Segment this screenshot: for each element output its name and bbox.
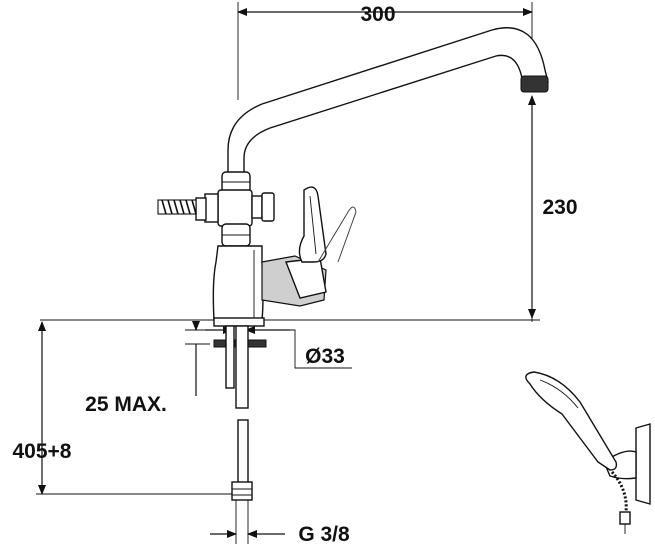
- dimension-label-diameter: Ø33: [305, 345, 345, 368]
- braided-hose: [157, 199, 197, 215]
- dimension-230: 230: [528, 95, 578, 322]
- dimension-405: 405+8: [13, 321, 238, 495]
- dimension-label-300: 300: [360, 3, 395, 26]
- dimension-label-thread: G 3/8: [298, 523, 350, 546]
- hand-shower-icon: [525, 371, 651, 534]
- dimension-label-230: 230: [542, 196, 577, 219]
- aerator: [520, 75, 549, 93]
- dimension-label-405: 405+8: [13, 440, 72, 463]
- dimension-25-max: 25 MAX.: [85, 321, 210, 416]
- dimension-label-25-max: 25 MAX.: [85, 393, 167, 416]
- dimension-300: 300: [237, 2, 533, 100]
- mixer-tap-icon: [157, 27, 549, 501]
- dimension-g38: G 3/8: [210, 500, 350, 546]
